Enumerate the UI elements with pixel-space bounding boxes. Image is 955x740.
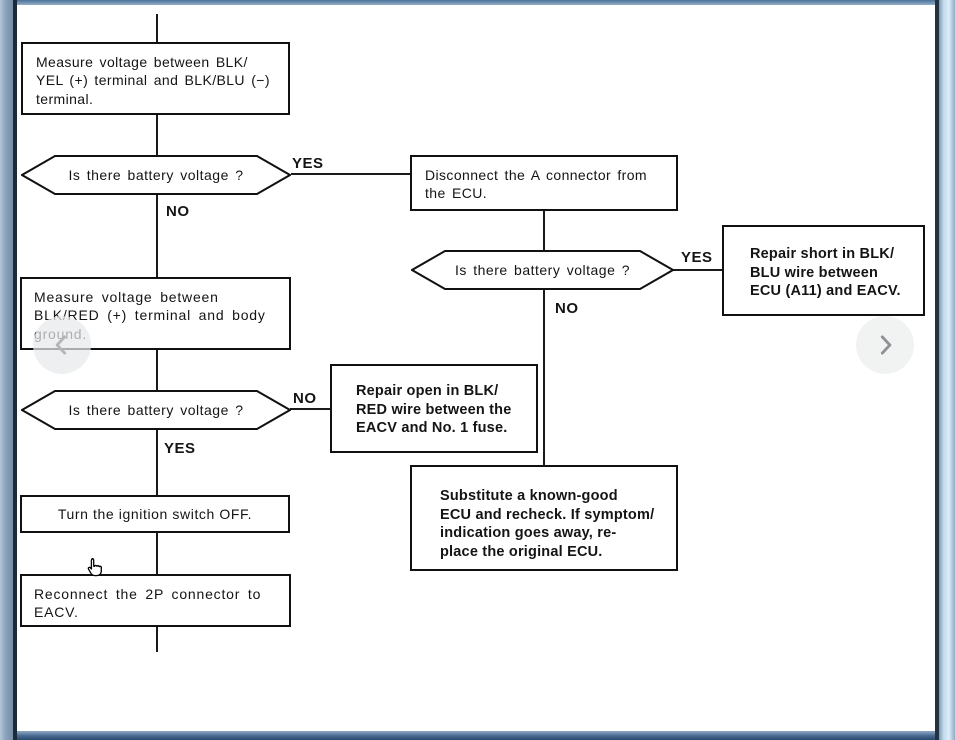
flow-box-repair-open: Repair open in BLK/ RED wire between the…: [330, 364, 538, 453]
hexagon-shape: [21, 155, 291, 195]
flow-box-substitute-ecu: Substitute a known-good ECU and recheck.…: [410, 465, 678, 571]
flow-box-reconnect-2p: Reconnect the 2P connector to EACV.: [20, 574, 291, 627]
connector-line: [673, 269, 722, 271]
connector-line: [291, 173, 410, 175]
flow-decision-battery-voltage-2: Is there battery voltage ?: [411, 250, 674, 290]
branch-label-yes: YES: [292, 155, 324, 172]
flow-decision-battery-voltage-3: Is there battery voltage ?: [21, 390, 291, 430]
decision-label: Is there battery voltage ?: [454, 262, 631, 278]
decision-label: Is there battery voltage ?: [68, 402, 244, 418]
flow-box-disconnect-a-connector: Disconnect the A connector from the ECU.: [410, 155, 678, 211]
next-image-button[interactable]: [856, 316, 914, 374]
hexagon-shape: [411, 250, 674, 290]
hand-pointer-cursor: [87, 558, 102, 577]
branch-label-yes: YES: [681, 249, 713, 266]
connector-line: [290, 408, 330, 410]
connector-line: [156, 430, 158, 495]
flow-box-repair-short: Repair short in BLK/ BLU wire between EC…: [722, 225, 925, 316]
connector-line: [156, 14, 158, 42]
connector-line: [543, 211, 545, 250]
viewer-frame-top: [0, 0, 955, 5]
connector-line: [543, 290, 545, 465]
hexagon-shape: [21, 390, 291, 430]
flow-decision-battery-voltage-1: Is there battery voltage ?: [21, 155, 291, 195]
chevron-left-icon: [55, 335, 67, 355]
viewer-frame-left-edge: [13, 0, 17, 740]
connector-line: [156, 194, 158, 277]
flow-box-ignition-off: Turn the ignition switch OFF.: [20, 495, 290, 533]
branch-label-no: NO: [293, 390, 317, 407]
branch-label-no: NO: [166, 203, 190, 220]
viewer-frame-left: [0, 0, 13, 740]
viewer-frame-bottom: [0, 731, 955, 740]
decision-label: Is there battery voltage ?: [68, 167, 244, 183]
chevron-right-icon: [880, 335, 892, 355]
flow-box-measure-blkyel: Measure voltage between BLK/ YEL (+) ter…: [21, 42, 290, 115]
connector-line: [156, 350, 158, 390]
branch-label-yes: YES: [164, 440, 196, 457]
connector-line: [156, 627, 158, 652]
connector-line: [156, 115, 158, 155]
branch-label-no: NO: [555, 300, 579, 317]
viewer-frame-right-edge: [935, 0, 939, 740]
previous-image-button[interactable]: [33, 316, 91, 374]
connector-line: [156, 533, 158, 574]
viewer-frame-right: [939, 0, 955, 740]
